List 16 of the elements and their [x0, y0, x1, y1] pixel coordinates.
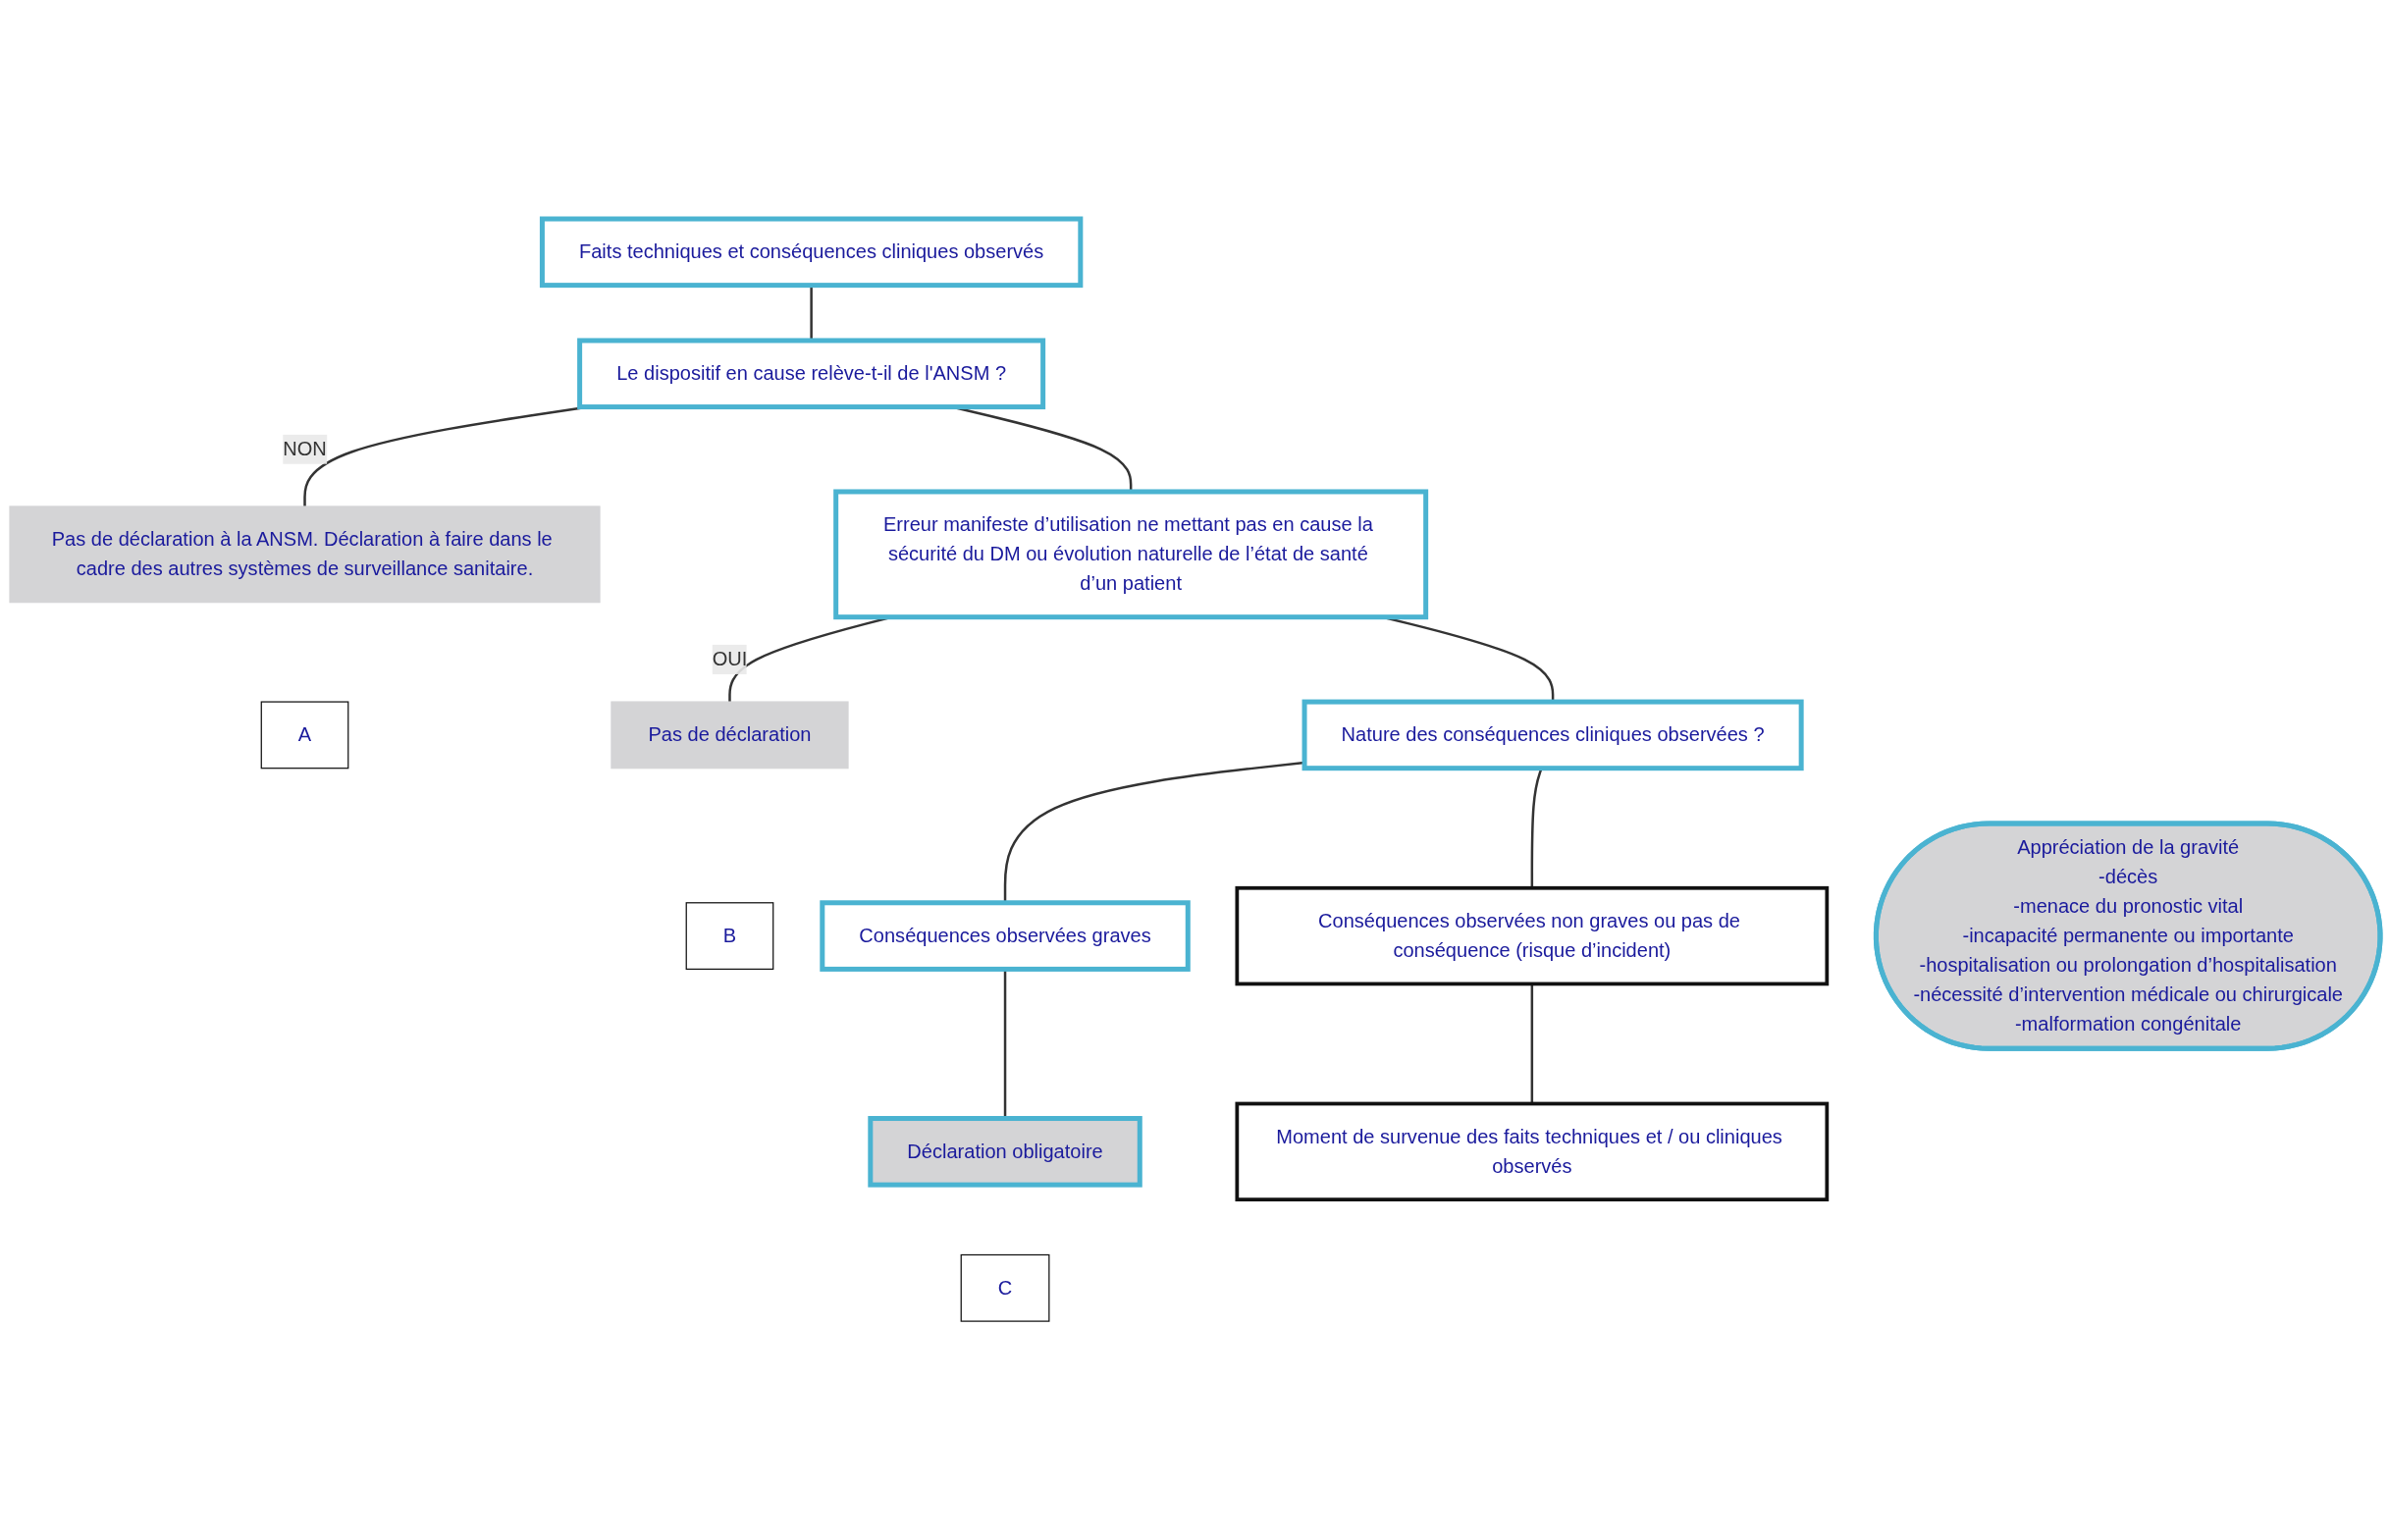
- node-box: B: [685, 902, 774, 970]
- node-box: Le dispositif en cause relève-t-il de l'ANSM ?: [577, 338, 1046, 410]
- node-box: Déclaration obligatoire: [868, 1115, 1142, 1188]
- node-box: Pas de déclaration à la ANSM. Déclaration à faire dans le cadre des autres systèmes de surveillance sanitaire.: [9, 505, 601, 604]
- node-box: Conséquences observées graves: [820, 900, 1191, 972]
- node-box: A: [260, 701, 349, 770]
- node-box: Faits techniques et conséquences cliniques observés: [539, 216, 1084, 289]
- edge-label: OUI: [712, 648, 748, 669]
- node-box: Erreur manifeste d’utilisation ne mettant pas en cause la sécurité du DM ou évolution naturelle de l’état de santé d’un patient: [833, 489, 1429, 620]
- node-box: Nature des conséquences cliniques observées ?: [1301, 699, 1804, 771]
- node-box: Pas de déclaration: [611, 701, 849, 770]
- node-box: Moment de survenue des faits techniques et / ou cliniques observés: [1235, 1101, 1830, 1201]
- node-box: C: [960, 1253, 1050, 1322]
- edge-label: NON: [283, 438, 327, 459]
- node-box: Conséquences observées non graves ou pas de conséquence (risque d’incident): [1235, 885, 1830, 986]
- connector: [1530, 983, 1534, 1104]
